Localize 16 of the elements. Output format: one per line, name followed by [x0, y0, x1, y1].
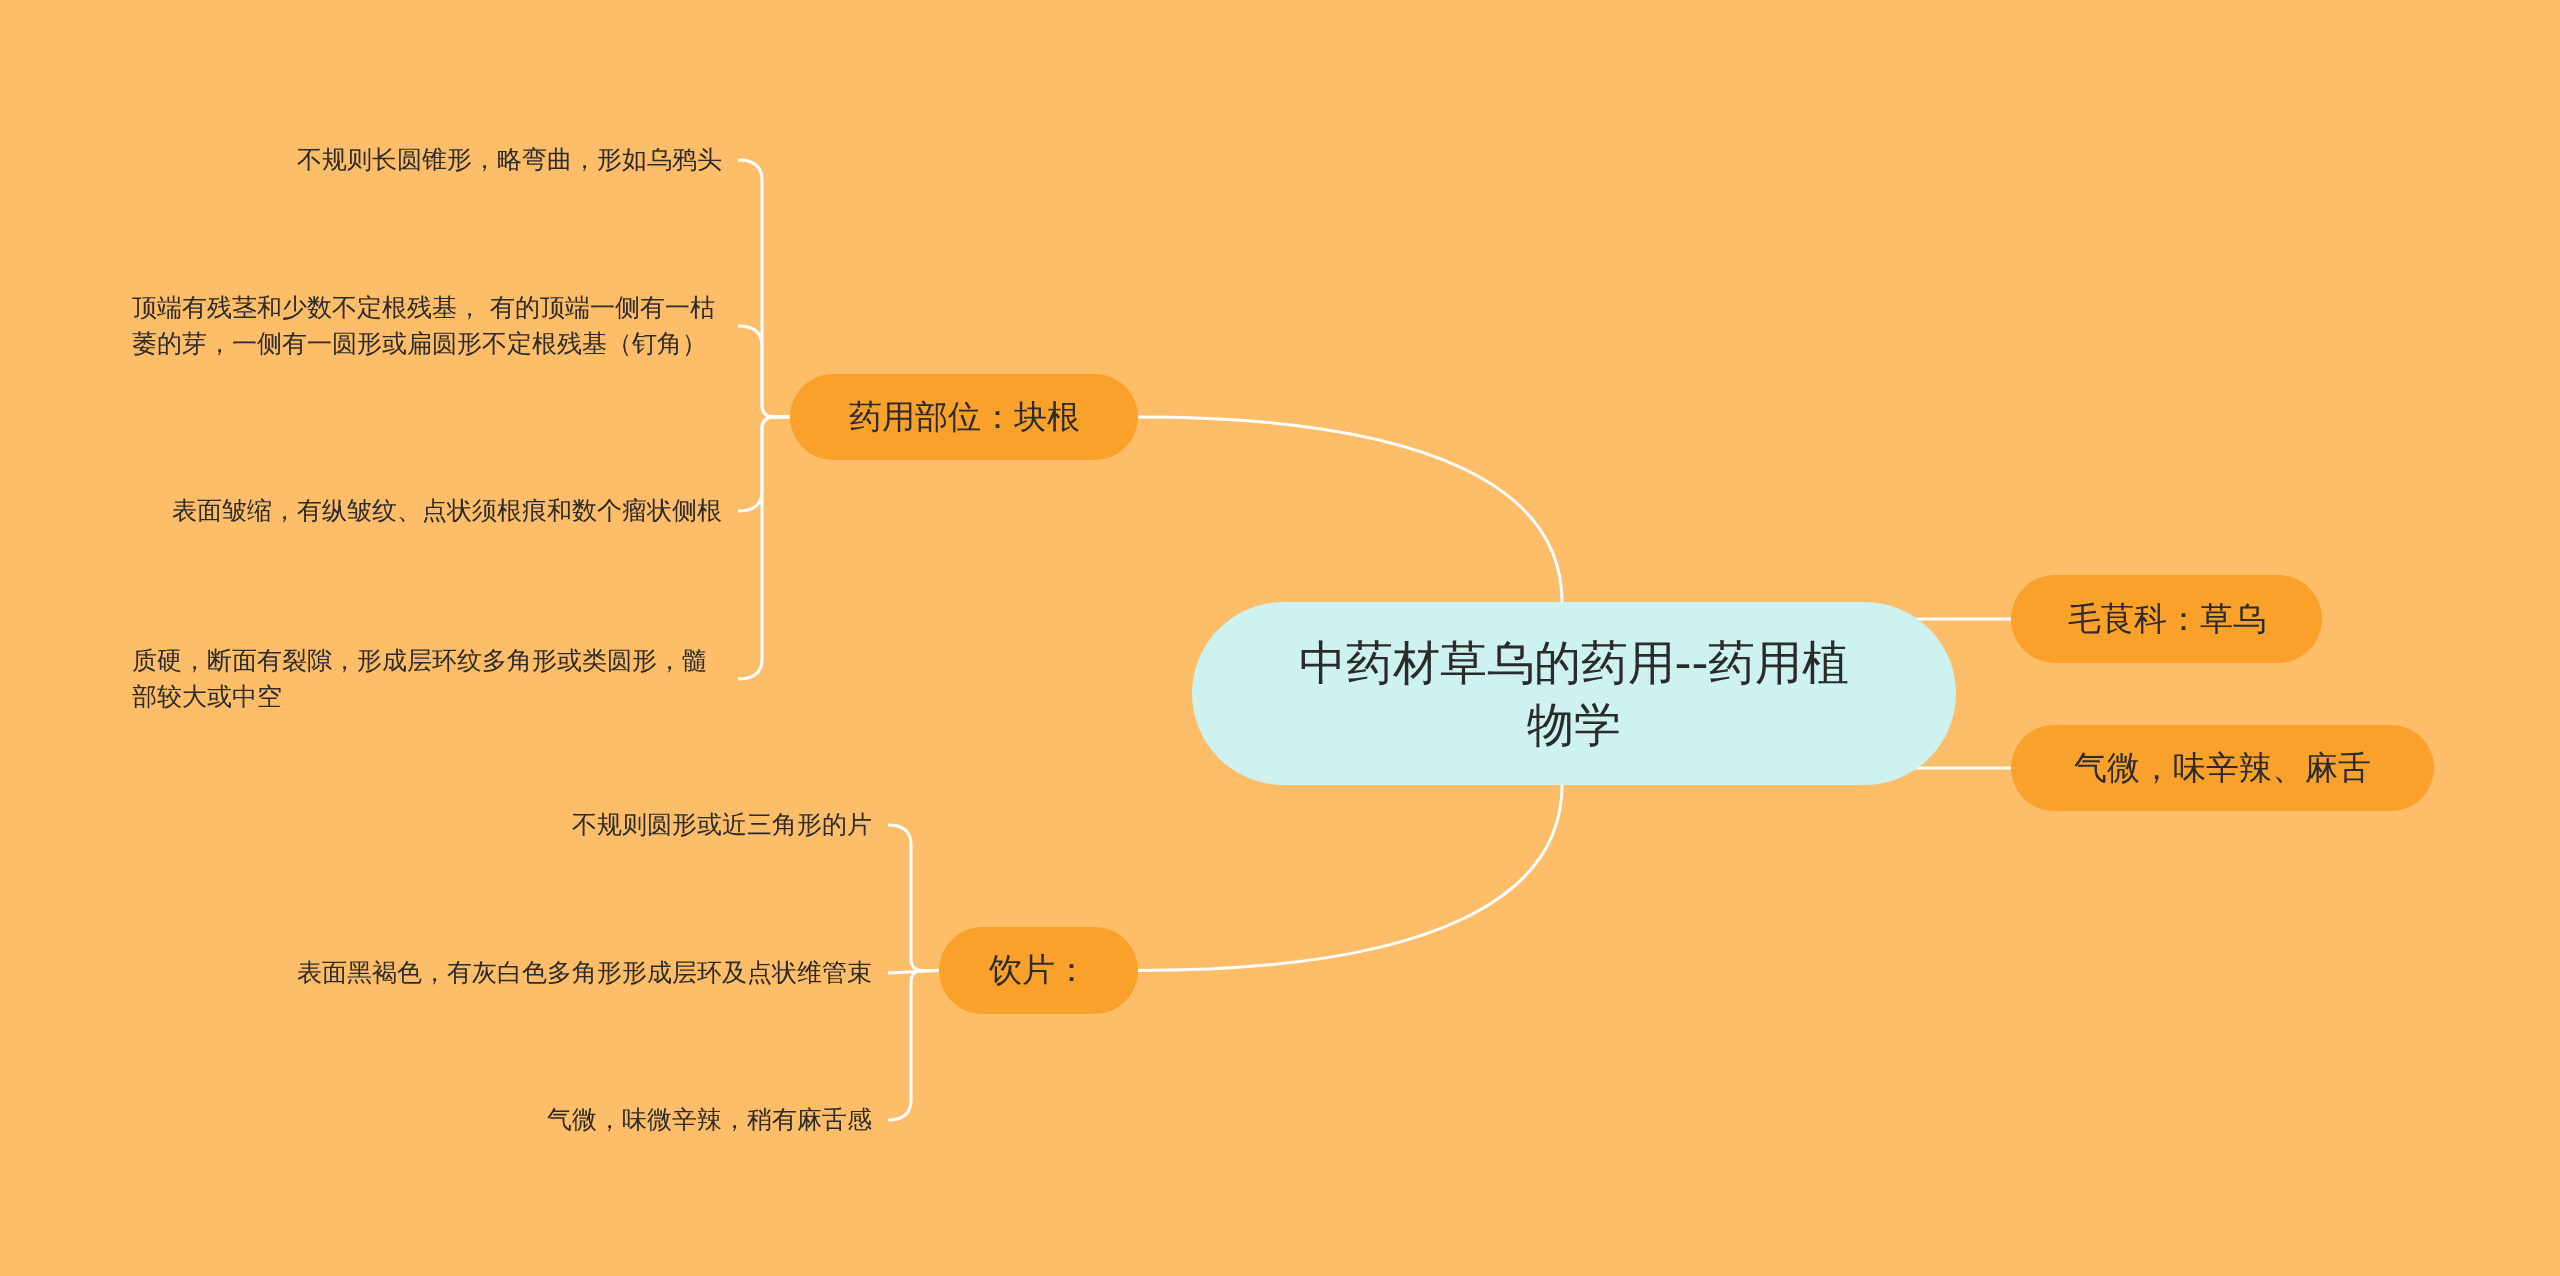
description-text: 气微，味微辛辣，稍有麻舌感: [547, 1101, 872, 1139]
connector-line: [1915, 617, 2011, 621]
topic-box: 气微，味辛辣、麻舌: [2011, 725, 2434, 811]
topic-box: 饮片：: [939, 927, 1138, 1014]
connector-line: [1915, 766, 2011, 770]
description-text: 表面黑褐色，有灰白色多角形形成层环及点状维管束: [297, 954, 872, 992]
description-text: 质硬，断面有裂隙，形成层环纹多角形或类圆形，髓部较大或中空: [132, 642, 722, 716]
connector-line: [1137, 415, 1564, 603]
connector-line: [1137, 784, 1564, 972]
central-topic-box: 中药材草乌的药用--药用植物学: [1192, 602, 1956, 785]
description-text: 不规则圆形或近三角形的片: [572, 806, 872, 844]
description-text: 表面皱缩，有纵皱纹、点状须根痕和数个瘤状侧根: [172, 492, 722, 530]
topic-box: 毛茛科：草乌: [2011, 575, 2322, 663]
description-text: 不规则长圆锥形，略弯曲，形如乌鸦头: [297, 141, 722, 179]
description-text: 顶端有残茎和少数不定根残基， 有的顶端一侧有一枯萎的芽，一侧有一圆形或扁圆形不定根残基（钉角）: [132, 289, 722, 363]
topic-box: 药用部位：块根: [790, 374, 1138, 460]
